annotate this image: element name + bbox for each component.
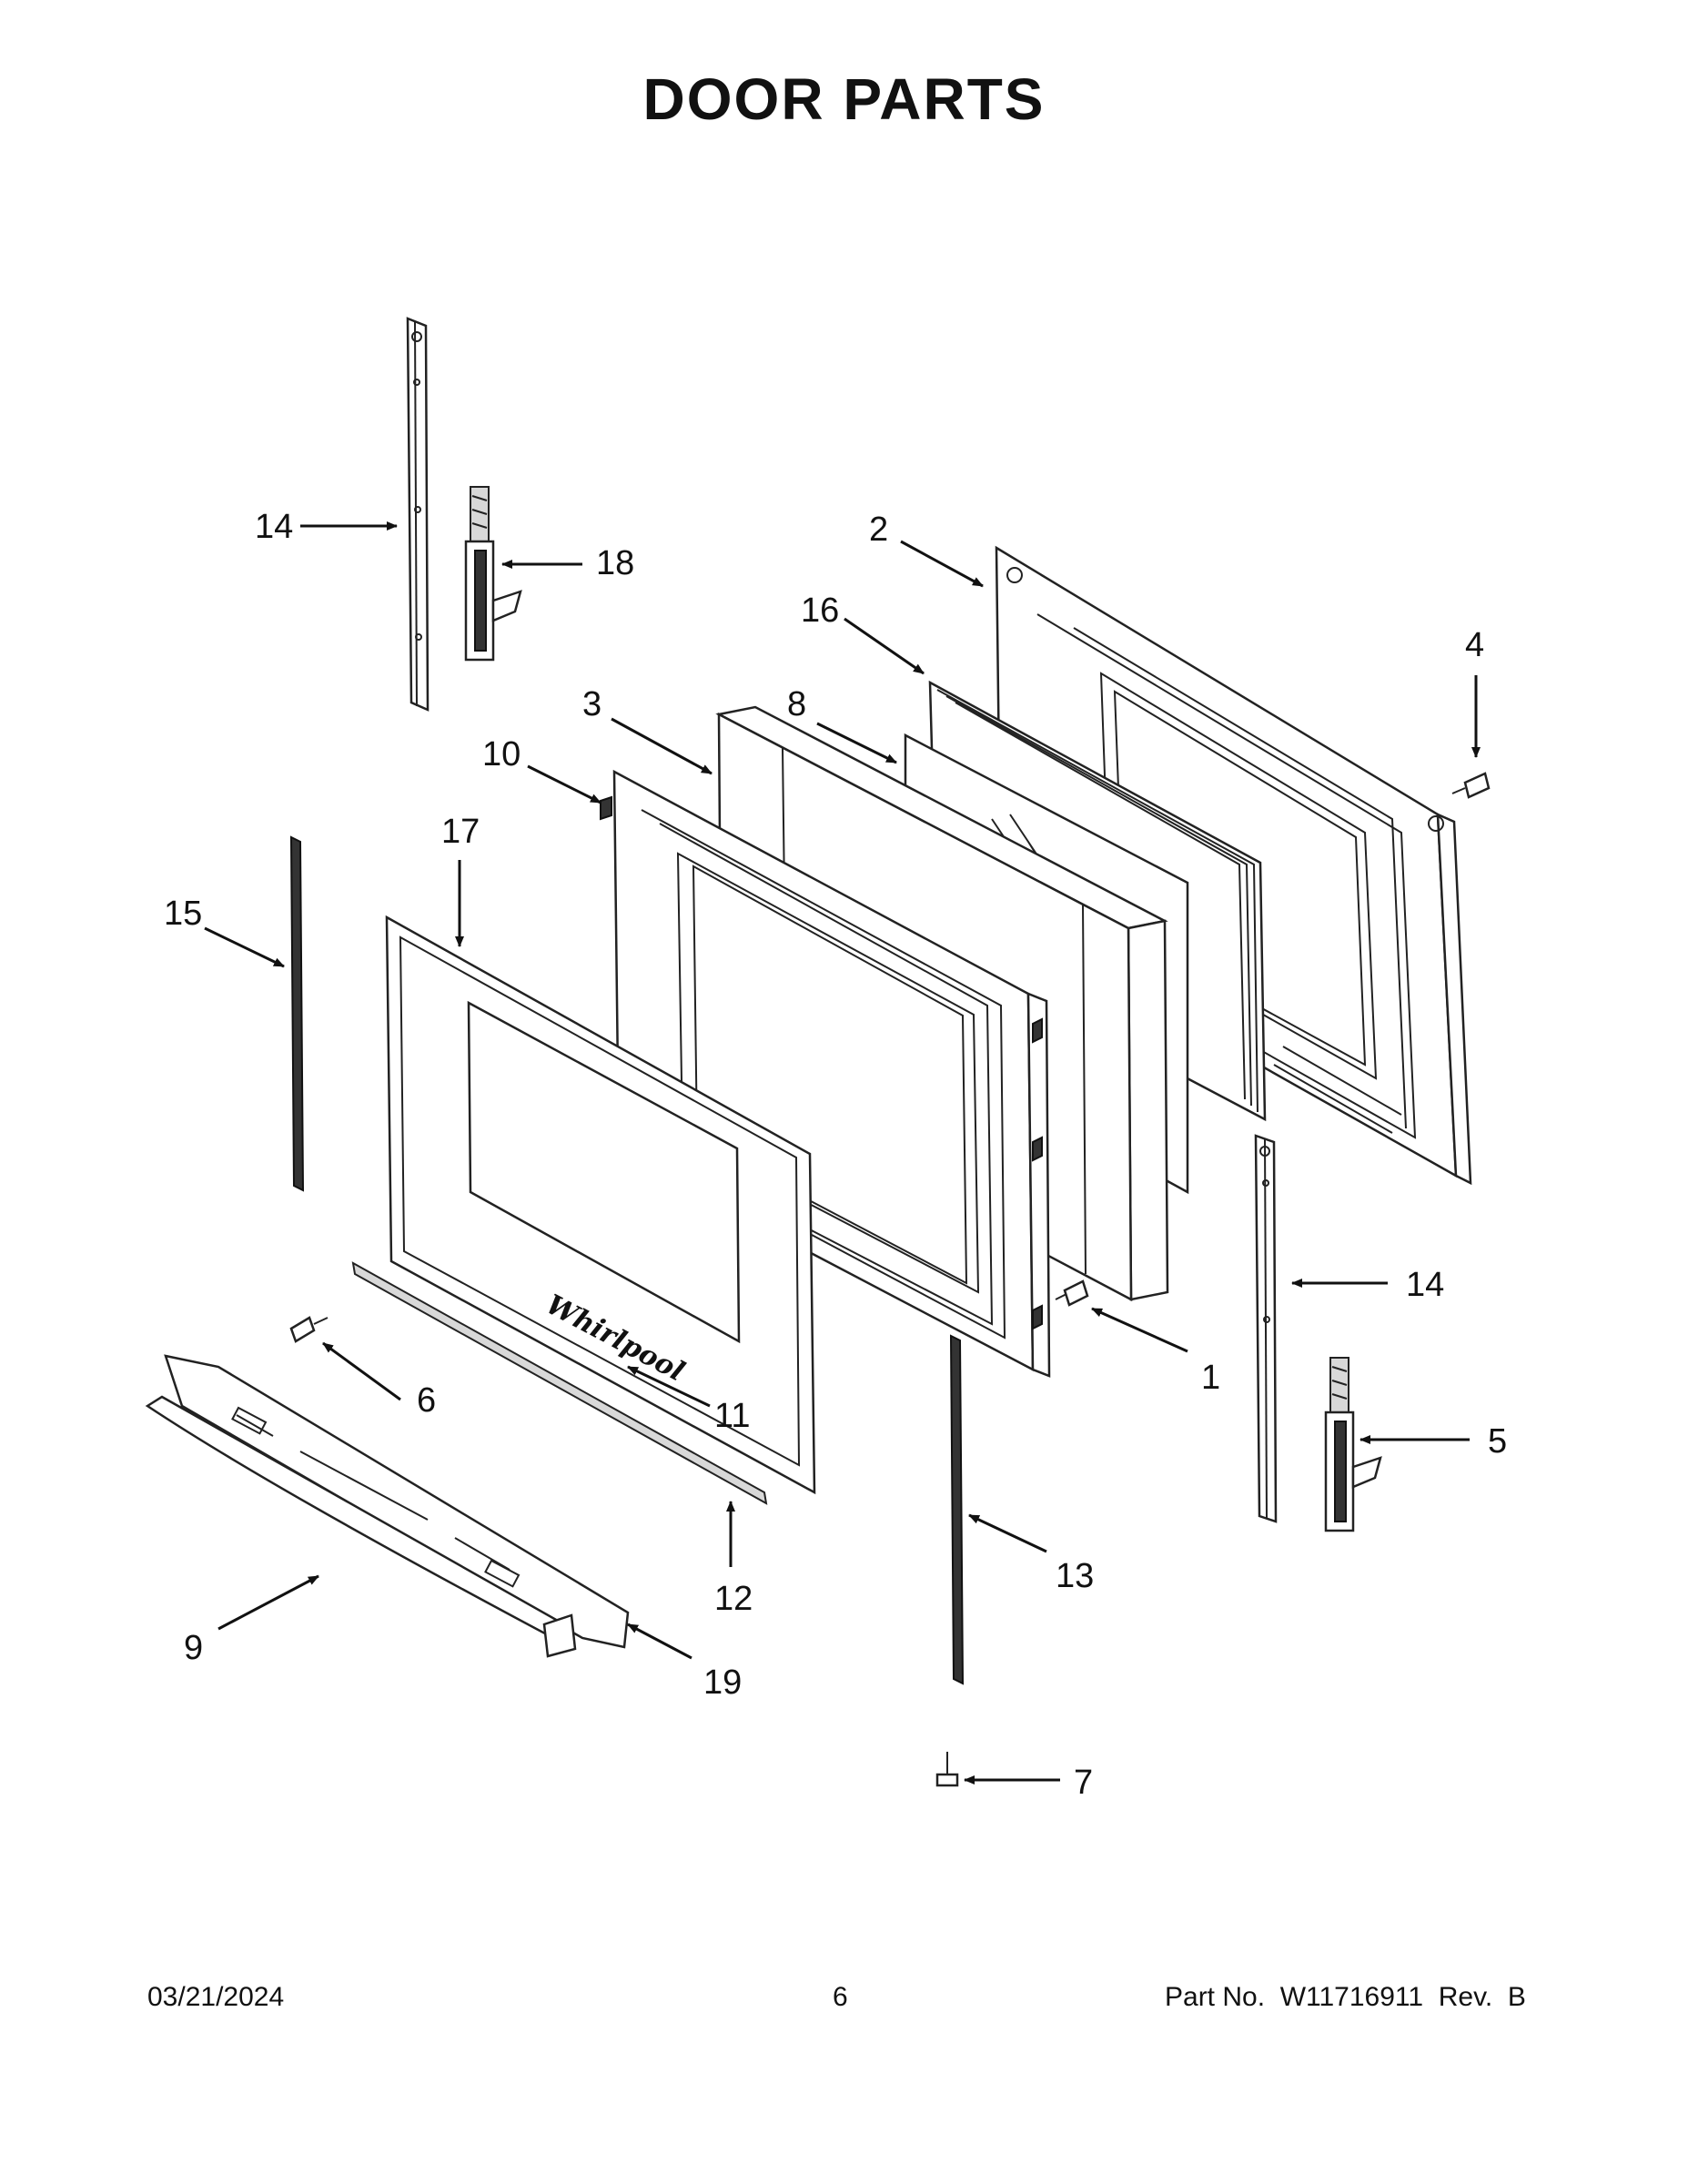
hinge-right [1324, 1357, 1382, 1532]
callout-6: 6 [417, 1381, 437, 1420]
callout-2: 2 [869, 511, 889, 549]
callout-4: 4 [1465, 626, 1485, 664]
screw-4 [1451, 772, 1491, 799]
callout-16: 16 [801, 592, 840, 630]
footer-date: 03/21/2024 [147, 1982, 285, 2012]
callout-11: 11 [714, 1397, 751, 1435]
callout-19: 19 [703, 1663, 743, 1702]
door-handle [145, 1354, 630, 1649]
footer-part-number: Part No. W11716911 Rev. B [1165, 1982, 1526, 2012]
screw-1 [1055, 1279, 1089, 1307]
callout-3: 3 [582, 685, 602, 723]
hinge-channel-right [1254, 1134, 1278, 1523]
callout-17: 17 [441, 813, 480, 851]
callout-18: 18 [596, 544, 635, 582]
callout-10: 10 [482, 735, 521, 774]
callout-1: 1 [1201, 1359, 1221, 1397]
callout-14-lower: 14 [1406, 1266, 1445, 1304]
callout-14-upper: 14 [255, 508, 294, 546]
handle-end-cap [542, 1613, 577, 1658]
door-side-trim-left [289, 835, 305, 1192]
callout-8: 8 [787, 685, 807, 723]
callout-7: 7 [1074, 1764, 1094, 1802]
hinge-channel-left [406, 317, 430, 712]
hinge-left [464, 486, 522, 662]
leader-lines [204, 521, 1481, 1785]
inner-door-liner [600, 769, 1051, 1378]
screw-6 [289, 1316, 329, 1343]
callout-5: 5 [1488, 1422, 1508, 1461]
door-side-trim-right [949, 1334, 965, 1685]
callout-15: 15 [164, 895, 203, 933]
callout-13: 13 [1056, 1557, 1095, 1595]
door-bottom-rail [351, 1261, 768, 1505]
page-title: DOOR PARTS [642, 66, 1046, 132]
callout-9: 9 [184, 1629, 204, 1667]
footer-page-number: 6 [833, 1982, 848, 2012]
callout-12: 12 [714, 1580, 753, 1618]
screw-7 [935, 1752, 959, 1787]
